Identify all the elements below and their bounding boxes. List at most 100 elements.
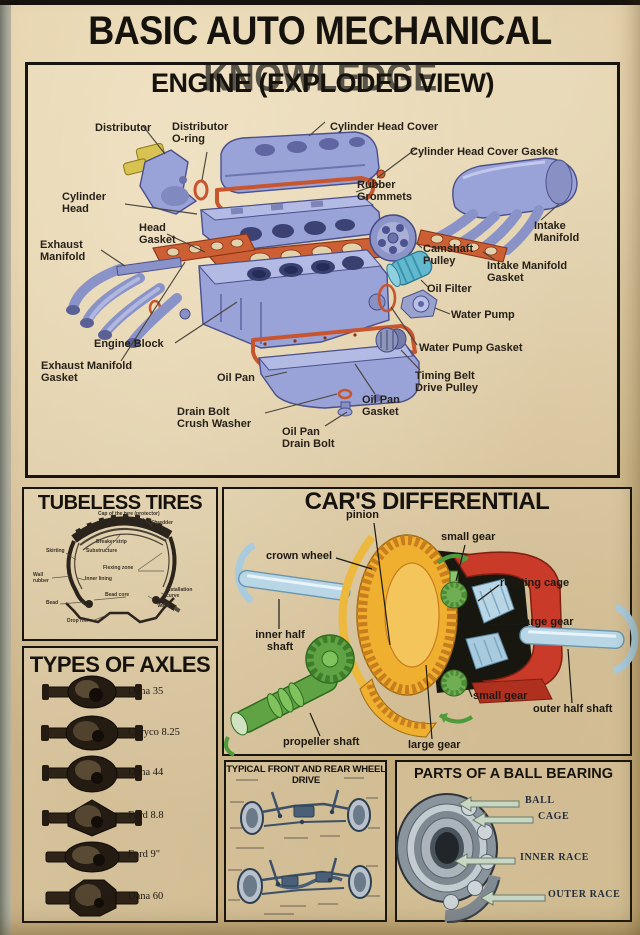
intake-manifold-gasket-part — [416, 229, 508, 263]
ring-gear-edge — [338, 534, 376, 698]
label-bearing-outer-race: OUTER RACE — [548, 889, 621, 900]
label-water-pump-gasket: Water Pump Gasket — [419, 342, 523, 354]
label-axle-chryco825: Chryco 8.25 — [128, 727, 180, 738]
small-gear-bottom-part — [438, 669, 474, 724]
cylinder-head-cover-part — [220, 131, 380, 194]
left-clip — [235, 541, 256, 604]
label-axle-dana60: Dana 60 — [128, 891, 164, 902]
axle-dana35 — [42, 675, 142, 709]
label-camshaft-pulley: Camshaft Pulley — [423, 243, 474, 268]
drive-pinion-gear-part — [305, 634, 355, 684]
label-tire-breaker-strip: Breaker strip — [96, 539, 127, 545]
axle-ford9 — [45, 841, 139, 873]
label-diff-large-gear-bottom: large gear — [408, 739, 461, 751]
label-diff-small-gear-bottom: small gear — [473, 690, 528, 702]
timing-belt-drive-pulley-part — [375, 327, 407, 353]
bead-right — [152, 596, 160, 604]
exhaust-manifold-part — [66, 257, 182, 348]
label-diff-small-gear-top: small gear — [441, 531, 496, 543]
tire-leader-lines — [51, 511, 168, 622]
drive-section-title: TYPICAL FRONT AND REAR WHEEL DRIVE — [226, 764, 386, 786]
photo-top-edge — [0, 0, 640, 5]
large-gear-bottom-part — [465, 632, 509, 670]
valve-part — [160, 597, 181, 613]
label-distributor: Distributor — [95, 122, 152, 134]
label-axle-dana44: Dana 44 — [128, 767, 164, 778]
oil-filter-part — [386, 250, 433, 287]
label-cylinder-head: Cylinder Head — [62, 191, 107, 216]
label-intake-manifold: Intake Manifold — [534, 220, 580, 245]
label-oil-pan-drain-bolt: Oil Pan Drain Bolt — [282, 426, 335, 451]
label-intake-manifold-gasket: Intake Manifold Gasket — [487, 260, 568, 285]
label-bearing-ball: BALL — [525, 795, 555, 806]
label-tire-cap: Cap of the tyre (protector) — [98, 511, 160, 517]
ball-bearing-illustration — [396, 793, 546, 924]
rear-wheel-drive-diagram — [228, 847, 380, 915]
label-oil-pan-gasket: Oil Pan Gasket — [362, 394, 400, 419]
large-gear-top-part — [471, 578, 515, 624]
engine-exploded-illustration — [66, 121, 578, 427]
label-head-gasket: Head Gasket — [139, 222, 176, 247]
label-bearing-cage: CAGE — [538, 811, 570, 822]
label-diff-inner-half-shaft: inner half shaft — [255, 629, 305, 654]
label-oil-pan: Oil Pan — [217, 372, 255, 384]
label-diff-crown-wheel: crown wheel — [266, 550, 333, 562]
differential-leader-lines — [278, 522, 573, 740]
engine-section-title: ENGINE (EXPLODED VIEW) — [150, 68, 495, 98]
label-drain-bolt-crush-washer: Drain Bolt Crush Washer — [177, 406, 252, 431]
exhaust-manifold-gasket-part — [152, 233, 256, 265]
axle-ford88 — [42, 799, 142, 837]
label-tire-flexing-zone: Flexing zone — [103, 565, 134, 571]
engine-block-part — [197, 249, 390, 349]
front-wheel-drive-diagram — [230, 777, 380, 839]
distributor-oring-part — [193, 179, 209, 201]
label-diff-large-gear-top: large gear — [521, 616, 574, 628]
label-axle-ford88: Ford 8.8 — [128, 810, 164, 821]
label-diff-rotating-cage: rotating cage — [500, 577, 570, 589]
photo-left-edge — [0, 0, 11, 935]
axles-section-title: TYPES OF AXLES — [29, 652, 211, 677]
label-tire-shredder: Shredder — [151, 520, 173, 526]
label-tire-inner-lining: Inner lining — [85, 576, 112, 582]
label-exhaust-manifold-gasket: Exhaust Manifold Gasket — [41, 360, 133, 385]
label-bearing-inner-race: INNER RACE — [520, 852, 590, 863]
bead-left — [85, 600, 93, 608]
label-tire-wall-rubber: Wall rubber — [33, 572, 49, 584]
rim-profile — [65, 597, 175, 624]
label-tire-substructure: Substructure — [86, 548, 118, 554]
tires-section-title: TUBELESS TIRES — [37, 492, 203, 514]
label-tire-installation-curve: Installation curve — [166, 587, 193, 599]
label-tire-skirting: Skirting — [46, 548, 65, 554]
oil-pan-drain-bolt-part — [337, 388, 353, 417]
axle-dana44 — [42, 755, 142, 793]
label-tire-drop-rim: Drop rim — [67, 618, 88, 624]
bearing-section-title: PARTS OF A BALL BEARING — [414, 766, 613, 782]
right-clip — [612, 603, 639, 675]
label-diff-outer-half-shaft: outer half shaft — [533, 703, 613, 715]
label-tire-valve: Valve — [157, 603, 170, 609]
axles-illustration — [41, 675, 143, 917]
camshaft-pulley-part — [369, 214, 417, 262]
label-exhaust-manifold: Exhaust Manifold — [40, 239, 86, 264]
poster-title: BASIC AUTO MECHANICAL KNOWLEDGE — [88, 7, 552, 100]
label-axle-dana35: Dana 35 — [128, 686, 164, 697]
distributor-part — [123, 142, 198, 215]
label-distributor-oring: Distributor O-ring — [172, 121, 229, 146]
bearing-arrows — [454, 796, 546, 906]
label-cylinder-head-cover: Cylinder Head Cover — [330, 121, 439, 133]
water-pump-part — [400, 289, 438, 319]
axle-dana60 — [45, 879, 139, 917]
label-diff-propeller-shaft: propeller shaft — [283, 736, 360, 748]
label-water-pump: Water Pump — [451, 309, 515, 321]
propeller-shaft-part — [230, 668, 338, 736]
engine-leader-lines — [100, 121, 560, 427]
crown-wheel-part — [356, 534, 458, 696]
label-diff-pinion: pinion — [346, 509, 379, 521]
label-rubber-grommets: Rubber Grommets — [357, 179, 413, 204]
tires-section-box — [22, 487, 218, 641]
differential-illustration — [224, 522, 639, 757]
water-pump-gasket-part — [377, 283, 397, 313]
differential-section-title: CAR'S DIFFERENTIAL — [304, 488, 550, 515]
small-gear-top-part — [436, 553, 469, 609]
